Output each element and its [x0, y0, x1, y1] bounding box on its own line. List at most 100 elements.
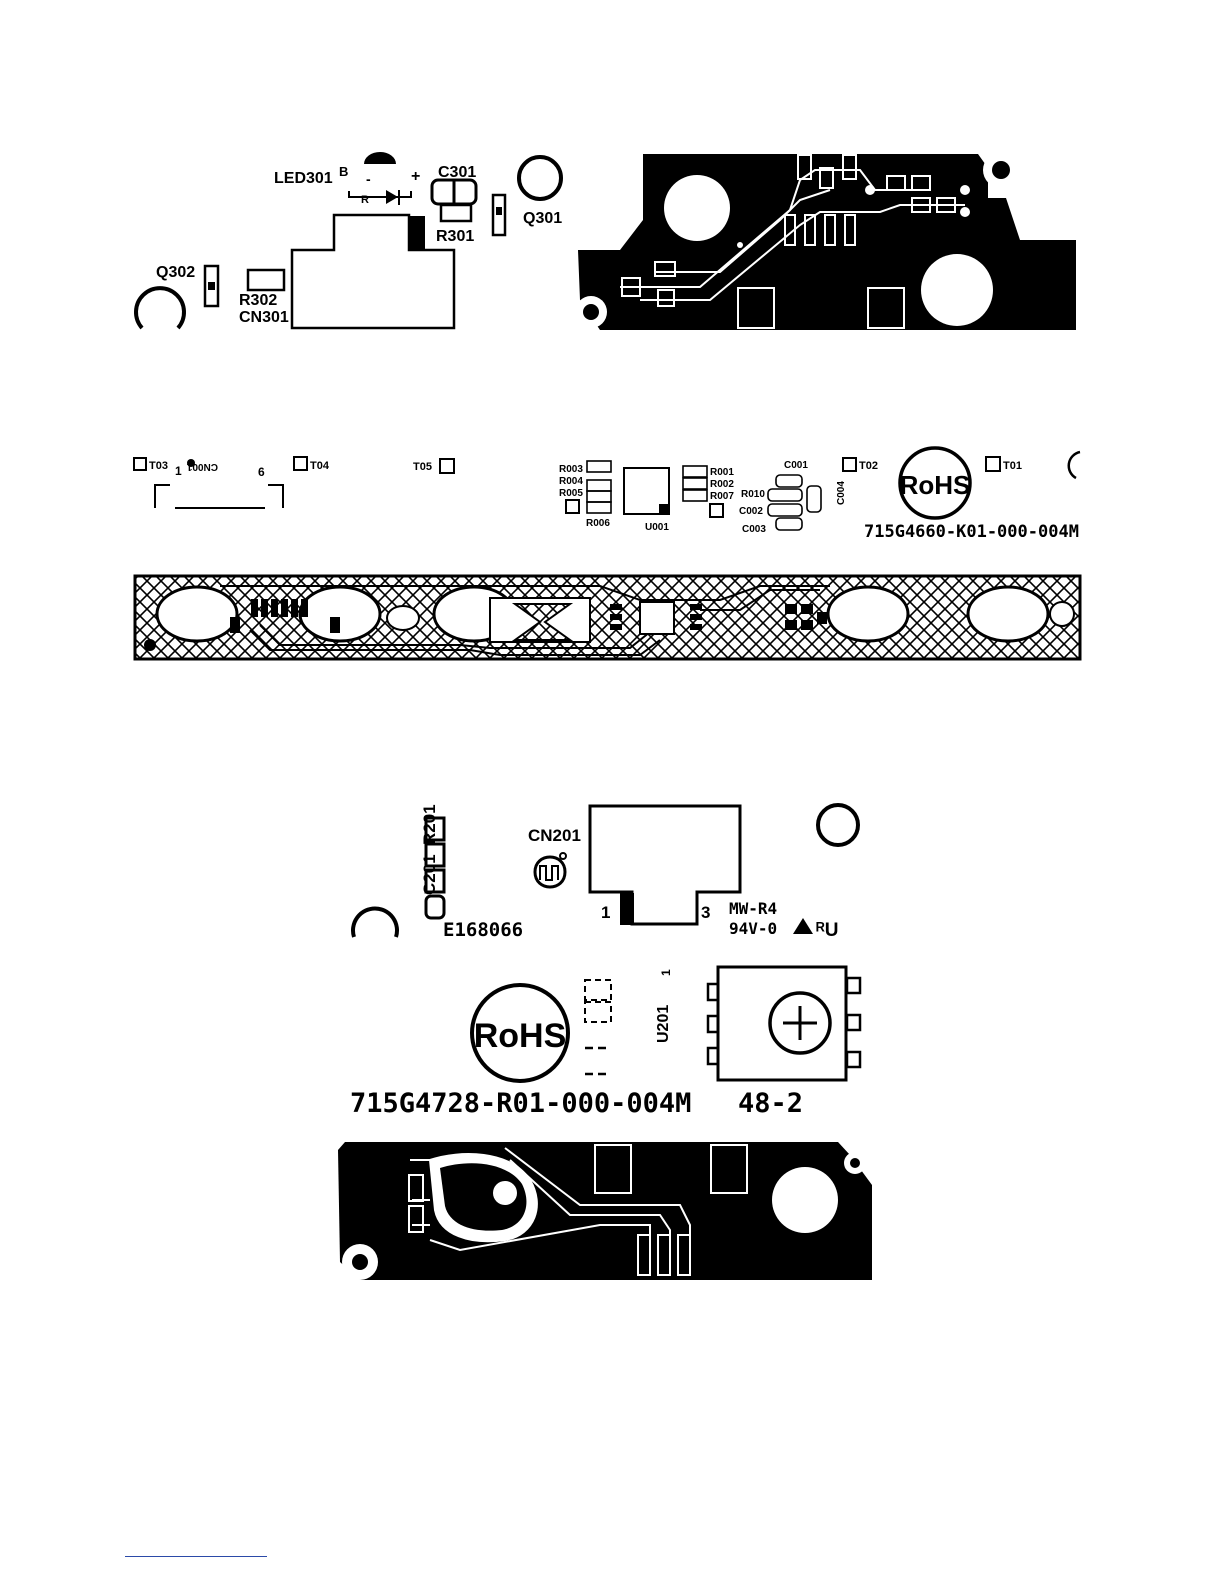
e-number-label: E168066: [443, 919, 523, 941]
r005-footprint: [587, 491, 611, 502]
t04-testpoint: [294, 457, 307, 470]
led-minus-label: -: [366, 171, 371, 187]
u001-pin1-mark: [659, 504, 669, 514]
board2-smd-pad: [610, 604, 622, 610]
cn201-pin1-pad: [620, 893, 634, 925]
switch-pad-right-1: [847, 978, 860, 993]
board2-conn-pad: [281, 599, 288, 617]
c201-pad-bottom: [426, 896, 444, 918]
r301-label: R301: [436, 228, 474, 245]
cn001-outline-right: [268, 485, 283, 508]
cn301-label: CN301: [239, 309, 289, 326]
c002-footprint: [768, 504, 802, 516]
r010-label: R010: [741, 489, 765, 500]
led301-label: LED301: [274, 170, 333, 187]
cn001-pin6-label: 6: [258, 465, 265, 479]
cn301-pin1-pad: [410, 216, 425, 249]
board2-smd-pad: [690, 614, 702, 620]
q302-pad: [208, 282, 215, 290]
switch-body: [718, 967, 846, 1080]
cn201-spring-coil: [540, 866, 558, 880]
c004-label: C004: [836, 481, 847, 505]
board2-pad-left-b: [330, 617, 340, 633]
q301-label: Q301: [523, 210, 562, 227]
board3-rohs-label: RoHS: [474, 1017, 567, 1055]
led-pin-b-label: B: [339, 164, 348, 179]
board3-mount-hole: [772, 1167, 838, 1233]
board1-corner-hole-top-center: [992, 161, 1010, 179]
board2-testpoint-a: [566, 500, 579, 513]
t01-label: T01: [1003, 460, 1022, 472]
q302-mount-circle: [136, 288, 184, 328]
board3-corner-hole-center: [352, 1254, 368, 1270]
board2-smd-pad: [785, 620, 797, 630]
switch-pad-right-2: [847, 1015, 860, 1030]
cn201-pin3-label: 3: [701, 903, 710, 922]
r007-footprint: [683, 490, 707, 501]
t05-testpoint: [440, 459, 454, 473]
board2-silkscreen: T03 1 CN001 6 T04 T05 R003 R004 R005 R00…: [134, 448, 1080, 542]
board3-rev-label: 48-2: [738, 1088, 803, 1119]
r001-label: R001: [710, 467, 734, 478]
cn201-pin1-label: 1: [601, 903, 610, 922]
r006-label: R006: [586, 518, 610, 529]
board3-part-number: 715G4728-R01-000-004M: [350, 1088, 691, 1119]
t02-label: T02: [859, 460, 878, 472]
board2-edge-hole-arc: [1069, 452, 1080, 478]
c003-label: C003: [742, 524, 766, 535]
board3-mount-circle-right: [818, 805, 858, 845]
board3-mount-circle-left: [353, 908, 397, 937]
r004-footprint: [587, 480, 611, 491]
board2-smd-pad: [610, 624, 622, 630]
cn201-spring-dot: [560, 853, 566, 859]
board2-conn-pad: [301, 599, 308, 617]
r201-label: R201: [420, 804, 439, 845]
board1-silkscreen: LED301 B - + R C301 R301 Q301 R302 CN301…: [136, 152, 562, 328]
r001-footprint: [683, 466, 707, 477]
cn301-footprint: [292, 215, 454, 328]
switch-pad-right-3: [847, 1052, 860, 1067]
r302-footprint: [248, 270, 284, 290]
cn201-label: CN201: [528, 826, 581, 845]
board2-pad-left-a: [230, 617, 240, 633]
c301-label: C301: [438, 164, 476, 181]
t04-label: T04: [310, 460, 330, 472]
c003-footprint: [776, 518, 802, 530]
c004-footprint: [807, 486, 821, 512]
r003-label: R003: [559, 464, 583, 475]
c201-label: C201: [420, 854, 439, 895]
u001-label: U001: [645, 522, 669, 533]
board1-mount-hole-left: [664, 175, 730, 241]
t03-label: T03: [149, 460, 168, 472]
board2-part-number: 715G4660-K01-000-004M: [864, 522, 1079, 542]
board3-contact-center: [493, 1181, 517, 1205]
t01-testpoint: [986, 457, 1000, 471]
board1-mount-hole-right: [921, 254, 993, 326]
board3-copper: [338, 1142, 872, 1280]
board2-smd-pad: [785, 604, 797, 614]
board2-rohs-label: RoHS: [900, 470, 971, 500]
board1-corner-hole-bottom-center: [583, 304, 599, 320]
u201-dashed-pad-2: [585, 1002, 611, 1022]
board2-smd-pad: [817, 612, 827, 624]
board2-conn-pad: [271, 599, 278, 617]
r302-label: R302: [239, 292, 277, 309]
c002-label: C002: [739, 506, 763, 517]
board2-key-opening-4: [828, 587, 908, 641]
board1-via-1: [960, 185, 970, 195]
board3-silkscreen: R201 C201 E168066 CN201 1 3 MW-R4 94V-0 …: [350, 804, 860, 1119]
led-footprint-outline: [349, 191, 411, 197]
u201-dashed-pad-1: [585, 980, 611, 1000]
r002-label: R002: [710, 479, 734, 490]
board1-via-3: [865, 185, 875, 195]
board2-smd-pad: [801, 620, 813, 630]
cn201-footprint: [590, 806, 740, 924]
led-body-outline: [364, 152, 396, 164]
r007-label: R007: [710, 491, 734, 502]
ul-mark: ᴿU: [816, 920, 838, 941]
board2-conn-pad: [251, 599, 258, 617]
board2-mount-hole-right: [1050, 602, 1074, 626]
cn001-pin1-label: 1: [175, 464, 182, 478]
t02-testpoint: [843, 458, 856, 471]
board2-copper: [135, 576, 1080, 659]
